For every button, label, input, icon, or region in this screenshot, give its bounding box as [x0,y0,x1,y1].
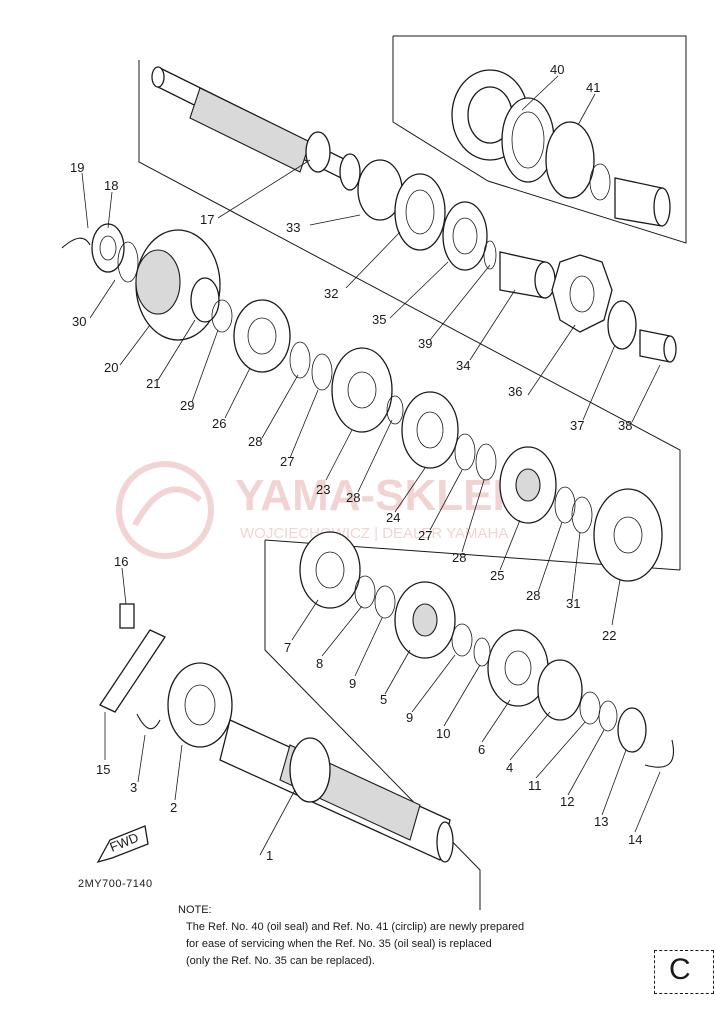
note-title: NOTE: [178,904,212,916]
fwd-arrow: FWD [96,825,149,864]
page-mark-letter: C [669,953,691,986]
callout: 28 [248,434,262,449]
callout: 38 [618,418,632,433]
callout: 16 [114,554,128,569]
oil-seal-group [451,69,671,227]
oil-seal-frame [392,35,687,244]
callout: 27 [280,454,294,469]
callout: 30 [72,314,86,329]
callout: 24 [386,510,400,525]
callout: 28 [452,550,466,565]
callout: 28 [526,588,540,603]
callout: 35 [372,312,386,327]
callout: 18 [104,178,118,193]
callout: 33 [286,220,300,235]
callout: 37 [570,418,584,433]
callout: 34 [456,358,470,373]
callout: 5 [380,692,387,707]
callout: 14 [628,832,642,847]
callout: 9 [406,710,413,725]
note-line: The Ref. No. 40 (oil seal) and Ref. No. … [186,921,525,933]
callout: 8 [316,656,323,671]
callout: 28 [346,490,360,505]
callout: 26 [212,416,226,431]
watermark-subtitle: WOJCIECHOWICZ | DEALER YAMAHA [240,525,508,542]
drive-axle-parts [357,159,677,363]
note-line: for ease of servicing when the Ref. No. … [186,938,492,950]
note-line: (only the Ref. No. 35 can be replaced). [186,955,375,967]
callout: 36 [508,384,522,399]
callout: 27 [418,528,432,543]
callout: 15 [96,762,110,777]
callout: 11 [528,778,542,793]
callout: 17 [200,212,214,227]
callout: 19 [70,160,84,175]
drive-axle [151,66,361,191]
callout: 2 [170,800,177,815]
main-axle [99,603,454,863]
callout: 29 [180,398,194,413]
callout: 9 [349,676,356,691]
callout: 7 [284,640,291,655]
callout: 23 [316,482,330,497]
main-axle-frame-left [264,540,481,910]
callout: 13 [594,814,608,829]
drive-gear-train [61,223,404,433]
callout: 39 [418,336,432,351]
leader-lines [81,75,661,856]
callout: 25 [490,568,504,583]
callout: 41 [586,80,600,95]
watermark-logo [116,461,214,559]
diagram-code: 2MY700-7140 [78,878,153,890]
callout: 31 [566,596,580,611]
callout: 20 [104,360,118,375]
main-axle-gears [299,531,674,768]
callout: 21 [146,376,160,391]
callout: 10 [436,726,450,741]
mid-gear-train [401,391,663,582]
callout-numbers: 1 2 3 4 5 6 7 8 9 9 10 11 12 13 14 15 16… [70,62,642,863]
callout: 32 [324,286,338,301]
callout: 1 [266,848,273,863]
callout: 3 [130,780,137,795]
drive-axle-frame [138,60,681,570]
callout: 4 [506,760,513,775]
callout: 40 [550,62,564,77]
page-mark: C [654,950,714,994]
note-block: NOTE: The Ref. No. 40 (oil seal) and Ref… [178,902,618,970]
callout: 12 [560,794,574,809]
watermark-title: YAMA-SKLEP [235,471,522,520]
callout: 22 [602,628,616,643]
callout: 6 [478,742,485,757]
